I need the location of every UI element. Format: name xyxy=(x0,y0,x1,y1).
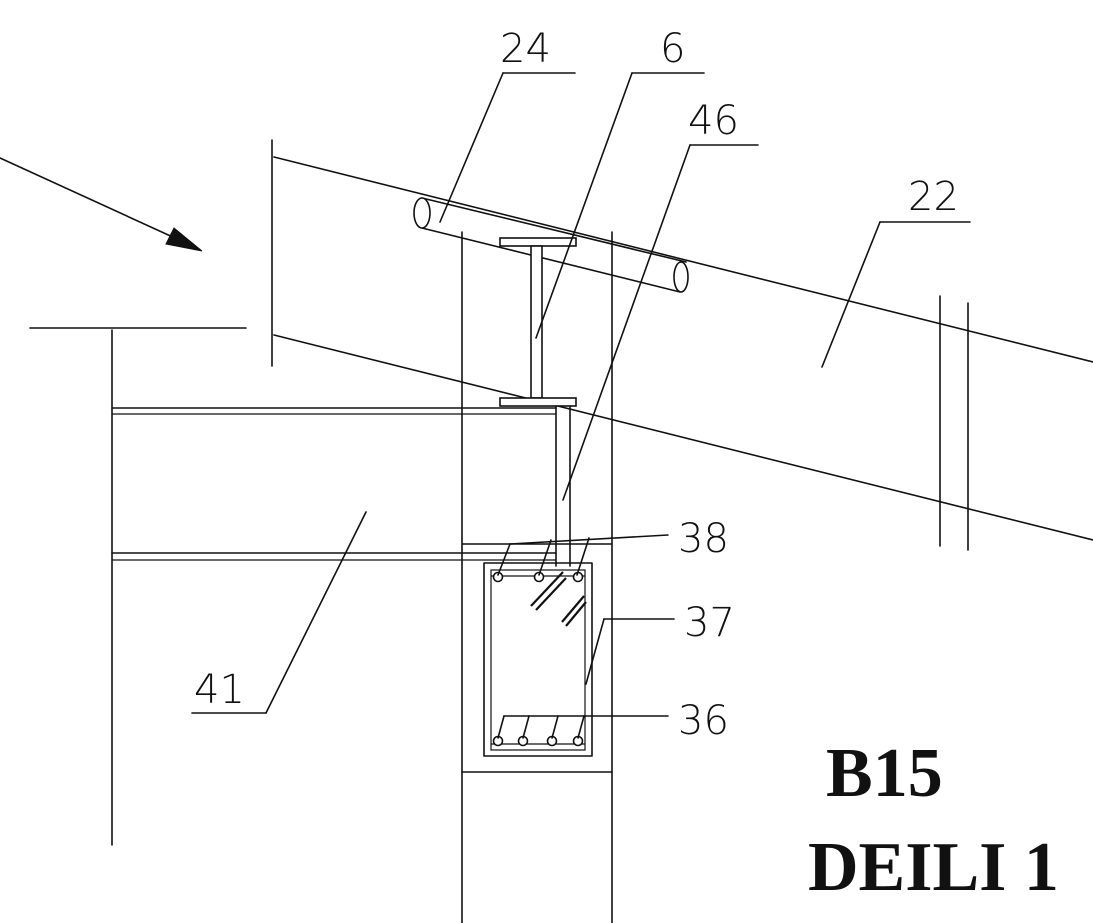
sloped-beam-22 xyxy=(271,139,1093,551)
label-36: 36 xyxy=(678,698,729,744)
purlin-pipe-24 xyxy=(413,197,689,293)
title-line-1: B15 xyxy=(826,735,943,812)
support-plate-46 xyxy=(555,405,571,567)
title-line-2: DEILI 1 xyxy=(808,829,1059,906)
label-6: 6 xyxy=(660,26,685,72)
label-38: 38 xyxy=(678,516,729,562)
label-37: 37 xyxy=(684,600,735,646)
direction-arrow xyxy=(0,157,203,252)
column xyxy=(461,231,613,923)
leader-lines xyxy=(191,72,971,739)
label-24: 24 xyxy=(500,26,551,72)
label-22: 22 xyxy=(908,174,959,220)
left-platform xyxy=(29,327,247,846)
horizontal-beam-41 xyxy=(111,407,557,561)
label-41: 41 xyxy=(194,667,245,713)
label-46: 46 xyxy=(688,98,739,144)
